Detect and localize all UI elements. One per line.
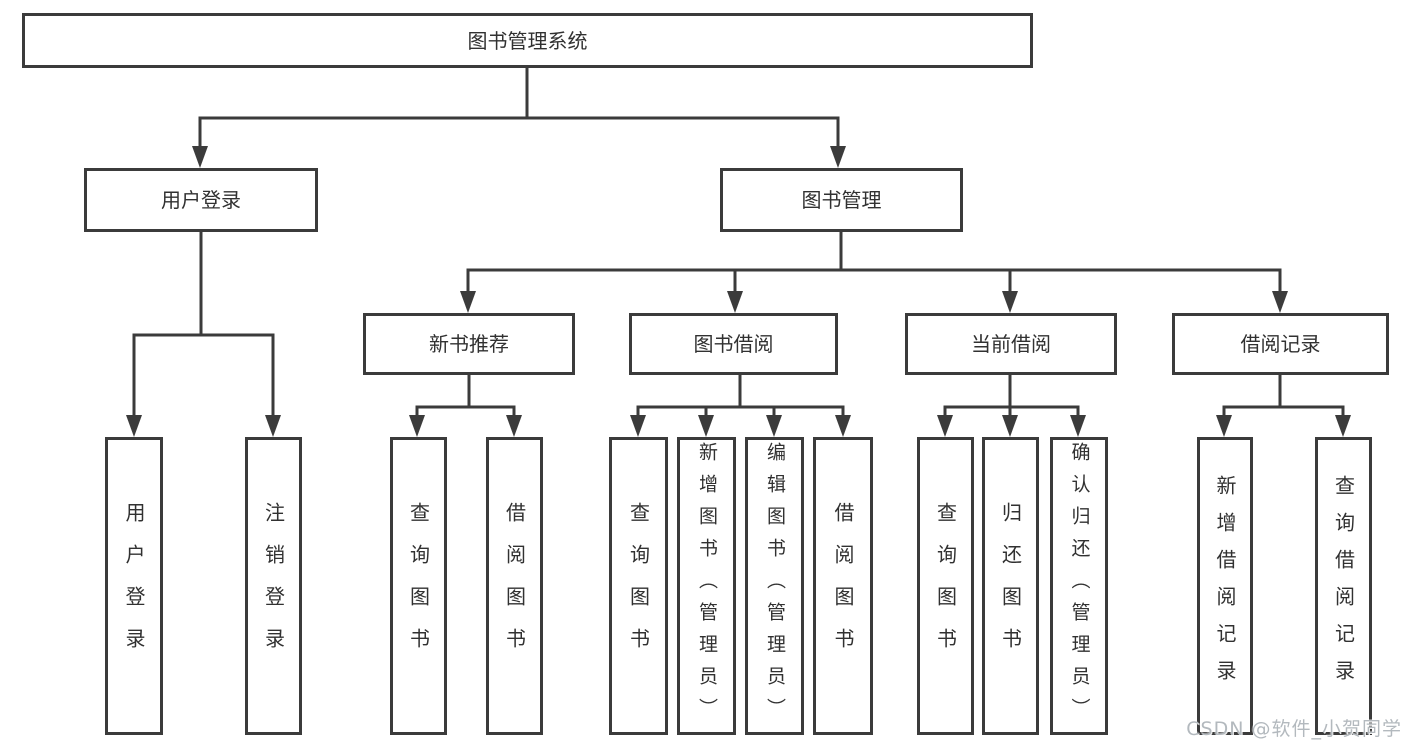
node-user-login: 用户登录 bbox=[84, 168, 318, 232]
leaf-records-query-borrow-record: 查询借阅记录 bbox=[1315, 437, 1372, 735]
leaf-current-return-books: 归还图书 bbox=[982, 437, 1039, 735]
node-current-borrow: 当前借阅 bbox=[905, 313, 1117, 375]
node-new-book-recommend: 新书推荐 bbox=[363, 313, 575, 375]
leaf-logout-login: 注销登录 bbox=[245, 437, 302, 735]
leaf-current-confirm-return-admin: 确认归还（管理员） bbox=[1050, 437, 1108, 735]
leaf-borrow-add-books-admin: 新增图书（管理员） bbox=[677, 437, 736, 735]
node-book-borrow: 图书借阅 bbox=[629, 313, 838, 375]
leaf-borrow-query-books: 查询图书 bbox=[609, 437, 668, 735]
node-book-management: 图书管理 bbox=[720, 168, 963, 232]
leaf-records-add-borrow-record: 新增借阅记录 bbox=[1197, 437, 1253, 735]
leaf-newrec-query-books: 查询图书 bbox=[390, 437, 447, 735]
node-library-management-system: 图书管理系统 bbox=[22, 13, 1033, 68]
leaf-user-login: 用户登录 bbox=[105, 437, 163, 735]
leaf-current-query-books: 查询图书 bbox=[917, 437, 974, 735]
connectors bbox=[126, 68, 1351, 437]
csdn-watermark: CSDN @软件_小贺同学 bbox=[1186, 718, 1402, 740]
leaf-newrec-borrow-books: 借阅图书 bbox=[486, 437, 543, 735]
leaf-borrow-edit-books-admin: 编辑图书（管理员） bbox=[745, 437, 804, 735]
node-borrow-records: 借阅记录 bbox=[1172, 313, 1389, 375]
leaf-borrow-borrow-books: 借阅图书 bbox=[813, 437, 873, 735]
